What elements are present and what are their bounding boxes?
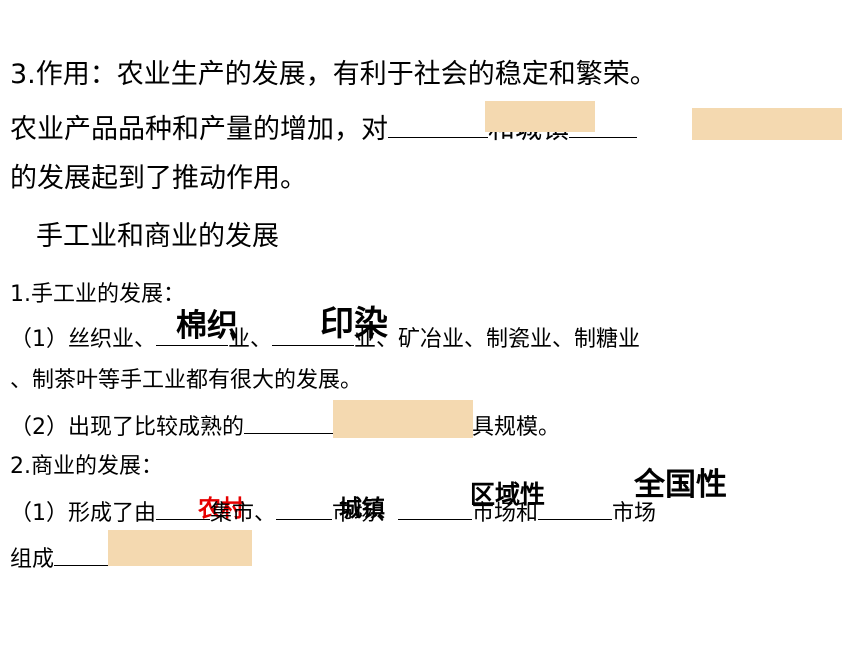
commerce-item-1: （1）形成了由 集市、 市场、 市场和 市场 bbox=[10, 497, 656, 529]
blank-quanguoxing bbox=[538, 497, 613, 520]
handicraft-item-1: （1）丝织业、 业、 业、矿冶业、制瓷业、制糖业 bbox=[10, 323, 640, 355]
hidden-answer-mask-3[interactable] bbox=[333, 400, 473, 438]
handicraft-item-1-cont: 、制茶叶等手工业都有很大的发展。 bbox=[10, 368, 363, 393]
commerce-text-c: 市场、 bbox=[332, 501, 399, 526]
commerce-text-e: 市场 bbox=[612, 501, 657, 526]
commerce-text-a: （1）形成了由 bbox=[10, 501, 156, 526]
answer-quanguoxing: 全国性 bbox=[634, 467, 727, 503]
hidden-answer-mask-2[interactable] bbox=[692, 108, 842, 140]
commerce-cont-text: 组成 bbox=[10, 547, 55, 572]
answer-quyuxing: 区域性 bbox=[470, 480, 546, 509]
function-line: 3.作用：农业生产的发展，有利于社会的稳定和繁荣。 bbox=[10, 59, 657, 90]
item1-text-a: （1）丝织业、 bbox=[10, 327, 156, 352]
hidden-answer-mask-1[interactable] bbox=[485, 101, 595, 132]
answer-nongcun: 农村 bbox=[198, 496, 244, 522]
commerce-title: 2.商业的发展： bbox=[10, 454, 163, 479]
answer-blank-1 bbox=[388, 115, 488, 138]
answer-blank-2 bbox=[569, 115, 637, 138]
answer-mianzhi: 棉织 bbox=[176, 308, 238, 344]
handicraft-title: 1.手工业的发展： bbox=[10, 282, 185, 307]
hidden-answer-mask-4[interactable] bbox=[108, 530, 252, 566]
answer-yinran: 印染 bbox=[320, 304, 388, 344]
commerce-text-d: 市场和 bbox=[472, 501, 539, 526]
blank-mianzhi bbox=[156, 323, 228, 346]
blank-quyuxing bbox=[398, 497, 473, 520]
answer-chengzhen: 城镇 bbox=[339, 496, 385, 522]
output-text-a: 农业产品品种和产量的增加，对 bbox=[10, 114, 388, 145]
commerce-text-b: 集市、 bbox=[210, 501, 277, 526]
blank-workshop bbox=[244, 411, 384, 434]
blank-yinran bbox=[272, 323, 355, 346]
handicraft-item-2: （2）出现了比较成熟的，有些颇具规模。 bbox=[10, 411, 560, 443]
promotion-line: 的发展起到了推动作用。 bbox=[10, 163, 307, 194]
item2-text-a: （2）出现了比较成熟的 bbox=[10, 415, 244, 440]
item1-text-b: 业、 bbox=[228, 327, 273, 352]
section-heading: 手工业和商业的发展 bbox=[36, 221, 279, 252]
blank-chengzhen bbox=[276, 497, 333, 520]
item1-text-c: 业、矿冶业、制瓷业、制糖业 bbox=[354, 327, 641, 352]
blank-nongcun bbox=[156, 497, 210, 520]
